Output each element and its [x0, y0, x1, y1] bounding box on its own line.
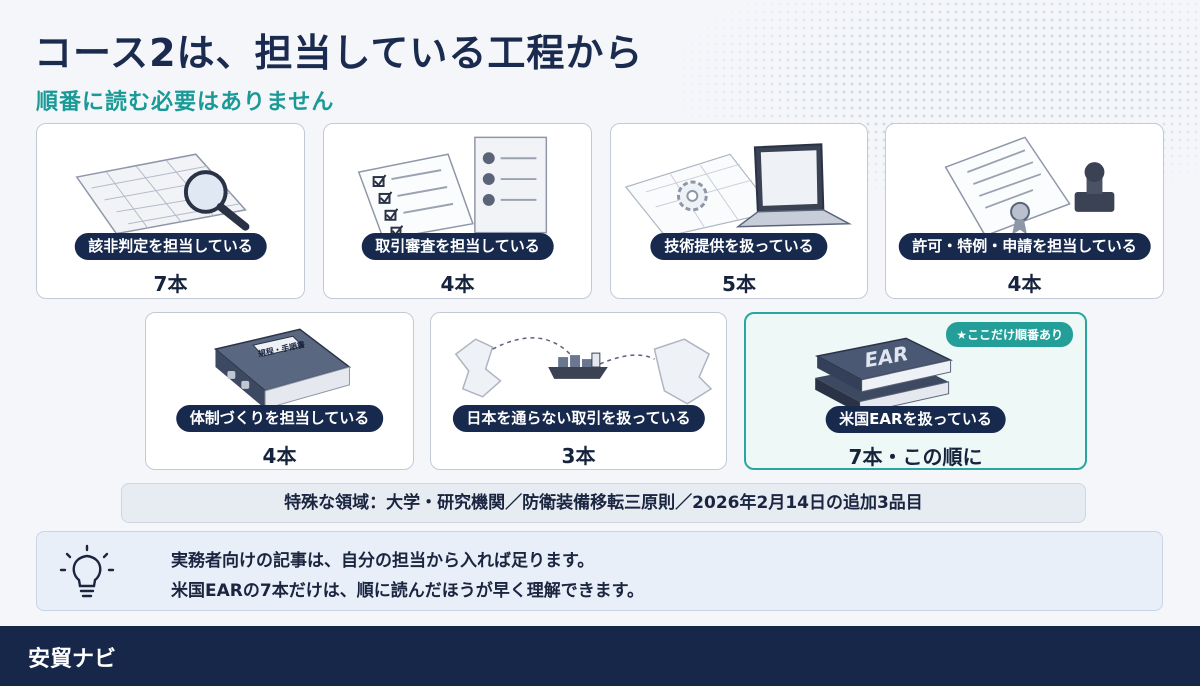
- card-transaction-review[interactable]: 取引審査を担当している 4本: [323, 123, 592, 299]
- card-compliance-system[interactable]: 規程・手順書 体制づくりを担当している 4本: [145, 312, 414, 470]
- card-count: 5本: [722, 272, 756, 296]
- lightbulb-icon: [59, 544, 115, 598]
- card-count: 4本: [262, 444, 297, 468]
- tip-line-1: 実務者向けの記事は、自分の担当から入れば足ります。: [171, 551, 595, 571]
- card-count: 4本: [1007, 272, 1042, 296]
- certificate-stamp-icon: [944, 136, 1115, 237]
- card-offshore-trade[interactable]: 日本を通らない取引を扱っている 3本: [430, 312, 727, 470]
- card-label: 日本を通らない取引を扱っている: [452, 405, 705, 432]
- card-label: 米国EARを扱っている: [825, 406, 1006, 433]
- tip-box: 実務者向けの記事は、自分の担当から入れば足ります。 米国EARの7本だけは、順に…: [36, 531, 1163, 611]
- card-label: 取引審査を担当している: [361, 233, 554, 260]
- brand-name: 安貿ナビ: [28, 647, 117, 672]
- card-label: 該非判定を担当している: [74, 233, 267, 260]
- card-count: 7本・この順に: [848, 445, 983, 469]
- page-subtitle: 順番に読む必要はありません: [36, 90, 335, 115]
- order-badge: ★ここだけ順番あり: [946, 322, 1073, 347]
- tip-line-2: 米国EARの7本だけは、順に読んだほうが早く理解できます。: [171, 581, 644, 601]
- card-label: 技術提供を扱っている: [650, 233, 828, 260]
- card-label: 体制づくりを担当している: [175, 405, 384, 432]
- binder-icon: 規程・手順書: [213, 328, 352, 410]
- footer-bar: 安貿ナビ: [0, 626, 1200, 686]
- card-label: 許可・特例・申請を担当している: [898, 233, 1151, 260]
- ear-books-icon: EAR: [814, 337, 953, 415]
- card-count: 3本: [561, 444, 596, 468]
- card-count: 4本: [440, 272, 475, 296]
- card-license-application[interactable]: 許可・特例・申請を担当している 4本: [885, 123, 1164, 299]
- ship-map-icon: [454, 337, 713, 405]
- spreadsheet-magnifier-icon: [75, 153, 250, 235]
- card-count: 7本: [153, 272, 188, 296]
- blueprint-laptop-icon: [624, 143, 852, 238]
- special-areas-bar: 特殊な領域：大学・研究機関／防衛装備移転三原則／2026年2月14日の追加3品目: [121, 483, 1086, 523]
- page-title: コース2は、担当している工程から: [34, 31, 644, 75]
- card-classification[interactable]: 該非判定を担当している 7本: [36, 123, 305, 299]
- card-us-ear[interactable]: ★ここだけ順番あり EAR 米国EARを扱っている 7本・この順に: [744, 312, 1087, 470]
- checklist-icon: [357, 136, 548, 241]
- card-technology-transfer[interactable]: 技術提供を扱っている 5本: [610, 123, 868, 299]
